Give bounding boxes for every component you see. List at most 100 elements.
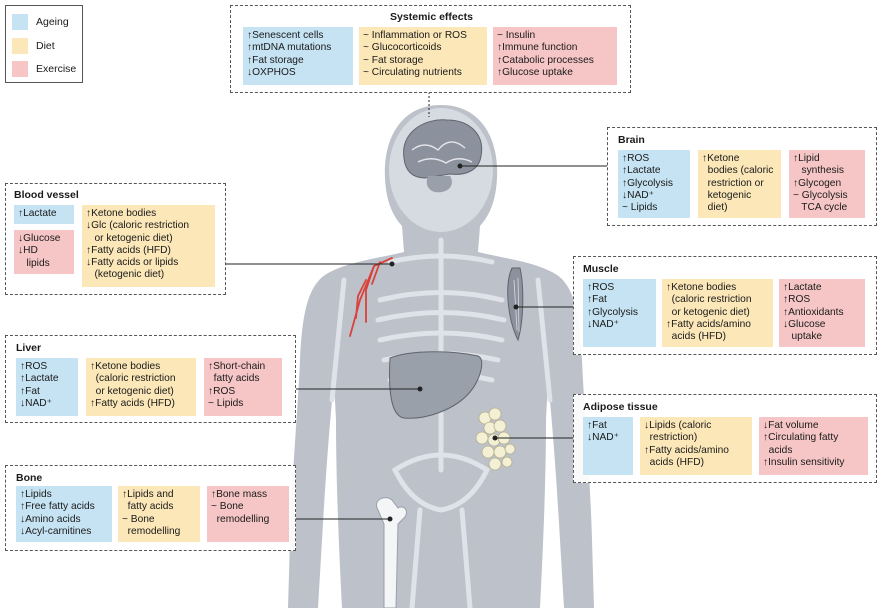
adipose-exercise-line: ↑Circulating fatty <box>763 432 839 444</box>
box-bone: Bone ↑Lipids↑Free fatty acids↓Amino acid… <box>5 465 296 551</box>
adipose-diet: ↓Lipids (caloric restriction)↑Fatty acid… <box>640 417 752 475</box>
blood-vessel-diet: ↑Ketone bodies↓Glc (caloric restriction … <box>82 205 215 287</box>
brain-diet-line: ketogenic <box>702 189 752 201</box>
systemic-ageing: ↑Senescent cells↑mtDNA mutations↑Fat sto… <box>243 27 353 85</box>
adipose-icon <box>475 407 516 471</box>
muscle-exercise-line: ↓Glucose <box>783 318 826 330</box>
bone-ageing-line: ↓Amino acids <box>20 513 81 525</box>
liver-diet: ↑Ketone bodies (caloric restriction or k… <box>86 358 196 416</box>
adipose-exercise-line: ↑Insulin sensitivity <box>763 456 845 468</box>
systemic-diet-line: ~ Circulating nutrients <box>363 66 462 78</box>
brain-diet: ↑Ketone bodies (caloric restriction or k… <box>698 150 781 218</box>
bone-ageing: ↑Lipids↑Free fatty acids↓Amino acids↓Acy… <box>16 486 112 542</box>
blood-vessel-diet-line: or ketogenic diet) <box>86 232 173 244</box>
connectors <box>226 92 608 522</box>
box-title-blood-vessel: Blood vessel <box>14 189 79 201</box>
muscle-exercise-line: ↑ROS <box>783 294 811 306</box>
liver-exercise-line: ↑ROS <box>208 385 236 397</box>
skeleton <box>329 237 553 608</box>
blood-vessel-exercise: ↓Glucose↓HD lipids <box>14 230 74 274</box>
box-title-bone: Bone <box>16 472 43 484</box>
brain-ageing-line: ↑ROS <box>622 153 650 164</box>
blood-vessel-exercise-line: ↓HD <box>18 245 38 257</box>
systemic-ageing-line: ↑mtDNA mutations <box>247 42 332 54</box>
brain-icon <box>403 119 483 193</box>
brain-ageing-line: ~ Lipids <box>622 202 658 214</box>
adipose-ageing: ↑Fat↓NAD⁺ <box>583 417 633 475</box>
bone-diet: ↑Lipids and fatty acids~ Bone remodellin… <box>118 486 200 542</box>
blood-vessel-diet-line: ↑Ketone bodies <box>86 208 157 219</box>
systemic-diet-line: ~ Glucocorticoids <box>363 42 442 54</box>
box-title-systemic: Systemic effects <box>390 11 473 23</box>
liver-diet-line: or ketogenic diet) <box>90 385 174 397</box>
box-brain: Brain ↑ROS↑Lactate↑Glycolysis↓NAD⁺~ Lipi… <box>607 127 877 226</box>
bone-icon <box>376 497 407 608</box>
box-liver: Liver ↑ROS↑Lactate↑Fat↓NAD⁺ ↑Ketone bodi… <box>5 335 296 423</box>
legend-label-ageing: Ageing <box>36 16 69 28</box>
box-title-muscle: Muscle <box>583 263 619 275</box>
muscle-diet-line: ↑Ketone bodies <box>666 282 737 293</box>
liver-exercise: ↑Short-chain fatty acids↑ROS~ Lipids <box>204 358 282 416</box>
liver-exercise-line: ~ Lipids <box>208 397 244 409</box>
brain-diet-line: restriction or <box>702 177 764 189</box>
adipose-exercise-line: acids <box>763 444 793 456</box>
brain-ageing: ↑ROS↑Lactate↑Glycolysis↓NAD⁺~ Lipids <box>618 150 690 218</box>
brain-exercise-line: ↑Glycogen <box>793 177 842 189</box>
muscle-exercise-line: ↑Lactate <box>783 282 822 293</box>
bone-ageing-line: ↑Lipids <box>20 489 52 500</box>
muscle-ageing-line: ↑Fat <box>587 294 607 306</box>
muscle-ageing: ↑ROS↑Fat↑Glycolysis↓NAD⁺ <box>583 279 656 347</box>
systemic-ageing-line: ↑Senescent cells <box>247 30 324 41</box>
systemic-diet: ~ Inflammation or ROS~ Glucocorticoids~ … <box>359 27 487 85</box>
box-muscle: Muscle ↑ROS↑Fat↑Glycolysis↓NAD⁺ ↑Ketone … <box>573 256 877 355</box>
blood-vessel-diet-line: ↓Fatty acids or lipids <box>86 257 179 269</box>
adipose-diet-line: ↑Fatty acids/amino <box>644 444 729 456</box>
adipose-exercise: ↓Fat volume↑Circulating fatty acids↑Insu… <box>759 417 868 475</box>
box-blood-vessel: Blood vessel ↑Lactate ↓Glucose↓HD lipids… <box>5 183 226 295</box>
liver-exercise-line: ↑Short-chain <box>208 361 266 372</box>
brain-exercise: ↑Lipid synthesis↑Glycogen~ Glycolysis TC… <box>789 150 865 218</box>
muscle-exercise-line: uptake <box>783 331 823 343</box>
adipose-diet-line: acids (HFD) <box>644 456 704 468</box>
liver-diet-line: ↑Fatty acids (HFD) <box>90 397 175 409</box>
brain-exercise-line: ↑Lipid <box>793 153 820 164</box>
bone-diet-line: fatty acids <box>122 501 174 513</box>
bone-ageing-line: ↓Acyl-carnitines <box>20 525 92 537</box>
blood-vessel-exercise-line: lipids <box>18 257 50 269</box>
muscle-ageing-line: ↑ROS <box>587 282 615 293</box>
liver-diet-line: ↑Ketone bodies <box>90 361 161 372</box>
legend: Ageing Diet Exercise <box>5 5 83 83</box>
bone-exercise: ↑Bone mass~ Bone remodelling <box>207 486 289 542</box>
muscle-diet-line: ↑Fatty acids/amino <box>666 318 751 330</box>
systemic-exercise: ~ Insulin↑Immune function↑Catabolic proc… <box>493 27 617 85</box>
muscle-diet-line: acids (HFD) <box>666 331 726 343</box>
liver-ageing-line: ↑Lactate <box>20 373 59 385</box>
liver-ageing: ↑ROS↑Lactate↑Fat↓NAD⁺ <box>16 358 78 416</box>
liver-icon <box>389 351 483 419</box>
box-systemic: Systemic effects ↑Senescent cells↑mtDNA … <box>230 5 631 93</box>
liver-diet-line: (caloric restriction <box>90 373 176 385</box>
blood-vessel-exercise-line: ↓Glucose <box>18 233 61 244</box>
systemic-exercise-line: ↑Immune function <box>497 42 578 54</box>
adipose-ageing-line: ↓NAD⁺ <box>587 432 619 444</box>
muscle-diet-line: (caloric restriction <box>666 294 752 306</box>
legend-label-diet: Diet <box>36 40 55 52</box>
box-adipose: Adipose tissue ↑Fat↓NAD⁺ ↓Lipids (calori… <box>573 394 877 483</box>
muscle-ageing-line: ↑Glycolysis <box>587 306 638 318</box>
liver-ageing-line: ↑ROS <box>20 361 48 372</box>
liver-ageing-line: ↓NAD⁺ <box>20 397 52 409</box>
systemic-exercise-line: ↑Catabolic processes <box>497 54 594 66</box>
bone-exercise-line: ~ Bone <box>211 501 244 513</box>
blood-vessel-icon <box>349 257 393 337</box>
legend-swatch-exercise <box>12 61 28 77</box>
box-title-adipose: Adipose tissue <box>583 401 658 413</box>
adipose-ageing-line: ↑Fat <box>587 420 607 431</box>
blood-vessel-ageing: ↑Lactate <box>14 205 74 224</box>
legend-swatch-diet <box>12 38 28 54</box>
bone-diet-line: remodelling <box>122 525 181 537</box>
brain-diet-line: bodies (caloric <box>702 165 774 177</box>
bone-diet-line: ↑Lipids and <box>122 489 174 500</box>
blood-vessel-diet-line: ↑Fatty acids (HFD) <box>86 244 171 256</box>
